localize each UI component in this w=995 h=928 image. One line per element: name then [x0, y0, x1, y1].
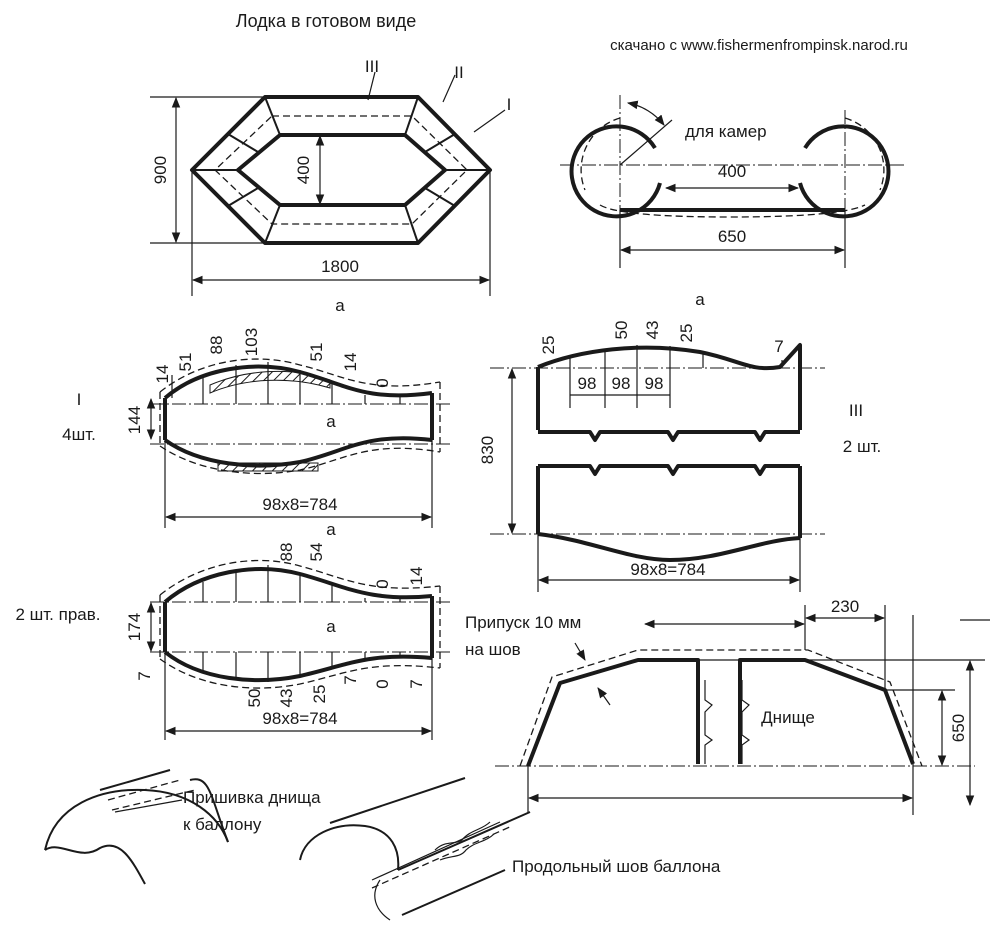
panel-III-pattern	[490, 343, 825, 592]
panel-III-spacing: 98	[645, 374, 664, 393]
long-seam-detail	[299, 777, 531, 921]
panel-I-qty: 4шт.	[62, 425, 96, 444]
panel-I-right-top-offset: 14	[407, 567, 426, 586]
panel-I-right-length: 98x8=784	[262, 709, 337, 728]
bottom-pattern	[495, 605, 990, 815]
panel-I-offset: 14	[341, 353, 360, 372]
panel-I-offset: 51	[176, 353, 195, 372]
panel-I-mark: I	[77, 390, 82, 409]
dim-boat-width: 900	[151, 156, 170, 184]
panel-I-right-bottom-offset: 50	[245, 689, 264, 708]
dim-boat-length: 1800	[321, 257, 359, 276]
bottom-seam-label: Пришивка днища	[183, 788, 321, 807]
panel-III-offset: 25	[677, 324, 696, 343]
panel-I-right-bottom-offset: 25	[310, 685, 329, 704]
boat-top-view	[150, 71, 506, 296]
panel-I-right-bottom-offset: 43	[277, 689, 296, 708]
panel-I-right-bottom-offset: 7	[341, 675, 360, 684]
bottom-dim-height: 650	[949, 714, 968, 742]
panel-I-offset: 103	[242, 328, 261, 356]
panel-mark-III: III	[365, 57, 379, 76]
panel-I-right-top-offset: 0	[373, 579, 392, 588]
panel-III-offset: 50	[612, 321, 631, 340]
long-seam-label: Продольный шов баллона	[512, 857, 721, 876]
panel-I-center-label: а	[326, 412, 336, 431]
bottom-label: Днище	[761, 708, 815, 727]
panel-I-right-bottom-offset: 7	[407, 679, 426, 688]
panel-III-height: 830	[478, 436, 497, 464]
panel-III-length: 98x8=784	[630, 560, 705, 579]
panel-I-offset: 51	[307, 343, 326, 362]
panel-I-right-center-label: а	[326, 617, 336, 636]
label-for-chambers: для камер	[685, 122, 767, 141]
panel-I-right-width: 174	[125, 613, 144, 641]
panel-III-mark: III	[849, 401, 863, 420]
bottom-dim-top: 230	[831, 597, 859, 616]
panel-III-offset: 25	[539, 336, 558, 355]
view-label-top: а	[335, 296, 345, 315]
panel-I-offset: 14	[153, 365, 172, 384]
panel-mark-I: I	[507, 95, 512, 114]
panel-I-length: 98x8=784	[262, 495, 337, 514]
panel-III-offset: 7	[774, 337, 783, 356]
panel-III-spacing: 98	[578, 374, 597, 393]
panel-I-right-top-offset: 88	[277, 543, 296, 562]
allowance-label: Припуск 10 мм	[465, 613, 581, 632]
panel-I-right-qty: 2 шт. прав.	[15, 605, 100, 624]
dim-inner-width: 400	[294, 156, 313, 184]
panel-I-width: 144	[125, 406, 144, 434]
dim-cross-inner: 400	[718, 162, 746, 181]
bottom-seam-detail	[44, 769, 229, 885]
panel-I-offset: 0	[373, 378, 392, 387]
panel-I-pattern	[146, 358, 450, 528]
panel-I-offset: 88	[207, 336, 226, 355]
panel-III-offset: 43	[643, 321, 662, 340]
panel-I-right-pattern	[146, 559, 450, 740]
panel-I-right-top-offset: 54	[307, 543, 326, 562]
panel-I-right-bottom-offset: 0	[373, 679, 392, 688]
source-credit: скачано с www.fishermenfrompinsk.narod.r…	[610, 37, 908, 54]
drawing-title: Лодка в готовом виде	[236, 11, 417, 31]
tube-cross-section	[560, 95, 905, 268]
allowance-label: на шов	[465, 640, 521, 659]
view-label-panel-I: а	[326, 520, 336, 539]
panel-III-qty: 2 шт.	[843, 437, 881, 456]
dim-cross-outer: 650	[718, 227, 746, 246]
view-label-cross: а	[695, 290, 705, 309]
panel-mark-II: II	[454, 63, 463, 82]
bottom-seam-label: к баллону	[183, 815, 262, 834]
panel-III-spacing: 98	[612, 374, 631, 393]
panel-I-right-side: 7	[135, 671, 154, 680]
